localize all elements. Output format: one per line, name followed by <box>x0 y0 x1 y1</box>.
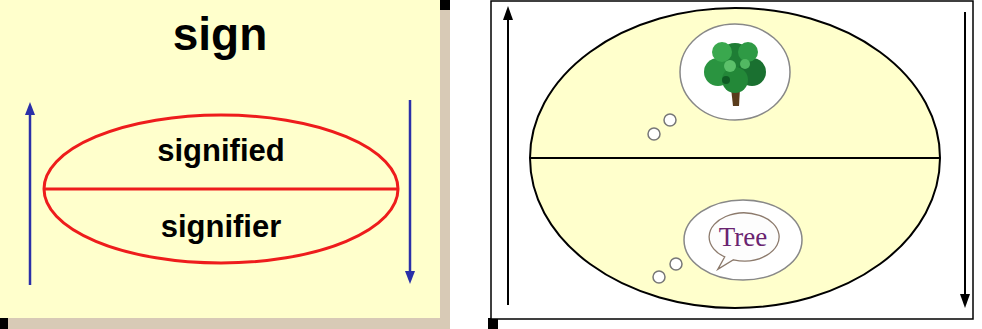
divider-line <box>530 157 940 159</box>
speech-balloon <box>709 213 779 269</box>
sign-ellipse: signifiedsignifier <box>42 113 400 265</box>
up-arrow <box>507 18 509 305</box>
foliage <box>724 60 736 72</box>
foliage <box>712 42 732 62</box>
thought-dot <box>670 258 682 270</box>
red-divider <box>44 188 398 191</box>
speech-bubble: Tree <box>682 198 804 282</box>
arrow-head <box>25 102 35 115</box>
signified-label: signified <box>157 113 284 189</box>
arrow-head <box>960 294 970 308</box>
thought-bubble <box>684 200 802 280</box>
foliage <box>740 59 750 69</box>
thought-bubble <box>680 24 790 120</box>
corner-mark <box>0 318 8 329</box>
down-arrow <box>409 100 412 274</box>
thought-dot <box>653 271 665 283</box>
panel-frame <box>491 1 973 319</box>
sign-ellipse <box>530 8 940 308</box>
tree-picture <box>704 42 766 106</box>
blue-arrows <box>25 100 415 285</box>
up-arrow <box>29 112 32 285</box>
down-arrow <box>964 12 966 296</box>
arrow-head <box>503 6 513 20</box>
foliage <box>738 42 758 62</box>
corner-mark <box>440 0 450 10</box>
panel-ground <box>0 0 440 318</box>
black-arrows <box>503 6 970 308</box>
arrow-head <box>405 271 415 284</box>
thought-dot <box>664 114 676 126</box>
foliage <box>722 76 730 84</box>
foliage <box>722 67 748 93</box>
panel-title: sign <box>0 6 440 62</box>
word-label: Tree <box>719 222 768 259</box>
signifier-label: signifier <box>161 189 282 265</box>
thought-dot <box>648 128 660 140</box>
